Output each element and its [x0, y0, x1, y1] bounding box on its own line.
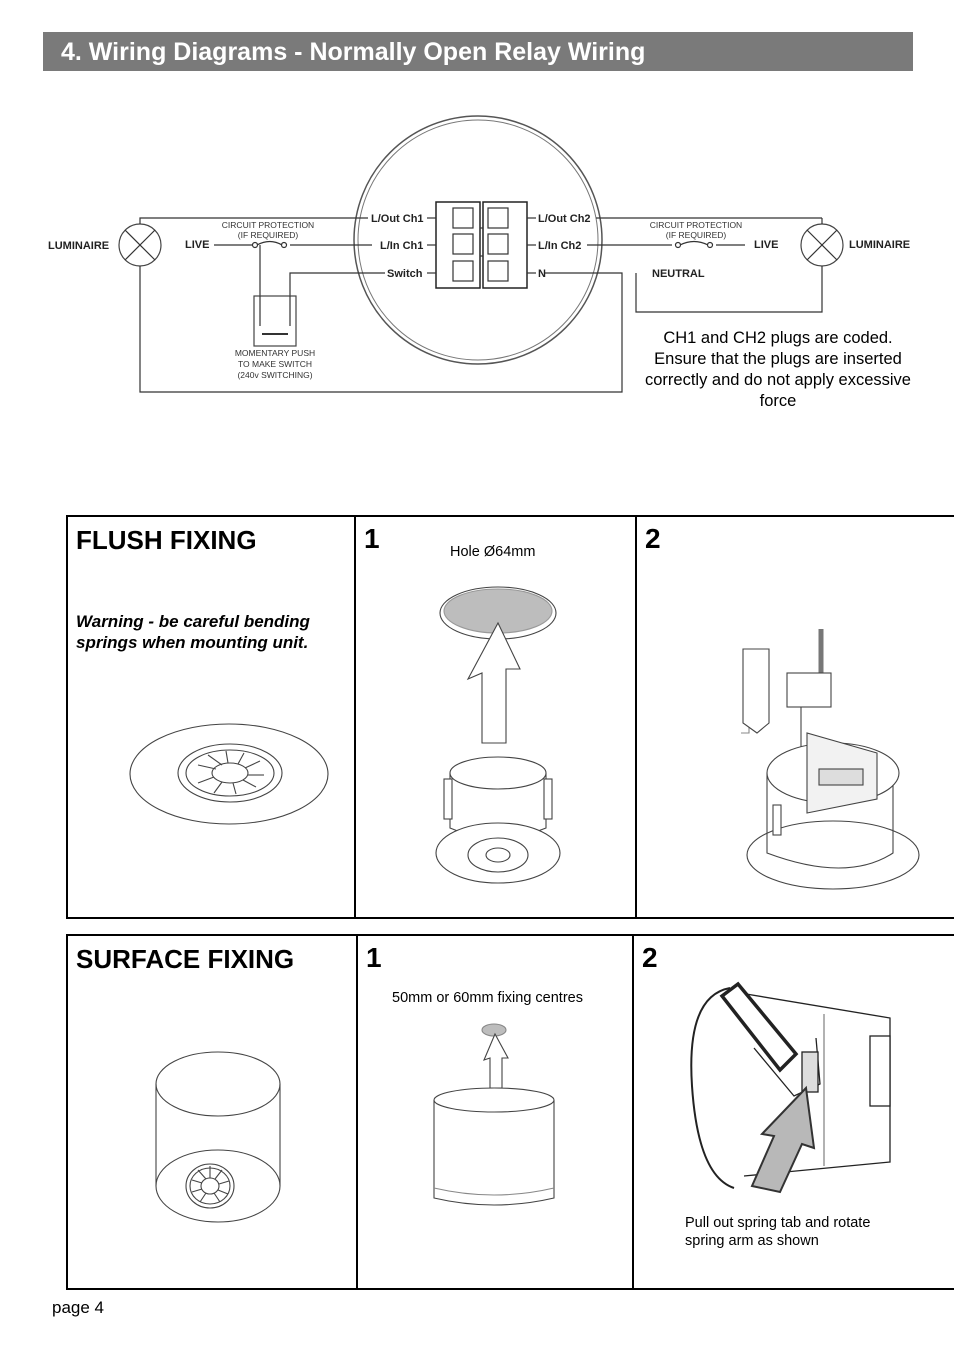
- terminal-n: N: [538, 268, 546, 280]
- sensor-outline-inner: [357, 119, 599, 361]
- switch-label-line3: (240v SWITCHING): [237, 370, 312, 380]
- plug-coding-note: CH1 and CH2 plugs are coded. Ensure that…: [645, 329, 911, 410]
- sensor-outline-outer: [353, 115, 603, 365]
- page-number: page 4: [52, 1298, 104, 1317]
- surface-step2-number: 2: [642, 942, 658, 973]
- flush-step1-illustration: [435, 586, 561, 884]
- luminaire-right-symbol: [800, 223, 844, 267]
- surface-sensor-illustration: [155, 1051, 281, 1223]
- flush-step2-illustration: [741, 629, 920, 890]
- terminal-l-out-ch2: L/Out Ch2: [538, 213, 591, 225]
- flush-intro-cell: FLUSH FIXING Warning - be careful bendin…: [68, 517, 356, 917]
- terminal-switch: Switch: [387, 268, 423, 280]
- surface-step1-illustration: [433, 1023, 555, 1206]
- surface-step1-cell: 1 50mm or 60mm fixing centres: [356, 936, 634, 1288]
- luminaire-left-symbol: [118, 223, 162, 267]
- surface-step1-number: 1: [366, 942, 382, 973]
- section-heading-bar: 4. Wiring Diagrams - Normally Open Relay…: [43, 32, 913, 71]
- flush-step1-number: 1: [364, 523, 380, 554]
- surface-fixing-panel: SURFACE FIXING 1 50mm or 60mm fixing cen…: [66, 934, 954, 1290]
- switch-label-line2: TO MAKE SWITCH: [238, 359, 312, 369]
- flush-step1-caption: Hole Ø64mm: [450, 544, 536, 560]
- terminal-l-out-ch1: L/Out Ch1: [371, 213, 424, 225]
- switch-label-line1: MOMENTARY PUSH: [235, 348, 315, 358]
- section-heading: 4. Wiring Diagrams - Normally Open Relay…: [61, 38, 646, 66]
- neutral-label: NEUTRAL: [652, 268, 705, 280]
- protection-right-line2: (IF REQUIRED): [666, 230, 727, 240]
- surface-step2-caption: Pull out spring tab and rotate spring ar…: [685, 1214, 870, 1250]
- flush-fixing-panel: FLUSH FIXING Warning - be careful bendin…: [66, 515, 954, 919]
- live-left-label: LIVE: [185, 239, 209, 251]
- terminal-l-in-ch1: L/In Ch1: [380, 240, 423, 252]
- momentary-switch-symbol: [253, 295, 297, 347]
- protection-left-line2: (IF REQUIRED): [238, 230, 299, 240]
- terminal-block-ch2: [482, 201, 528, 289]
- luminaire-right-label: LUMINAIRE: [849, 239, 910, 251]
- surface-fixing-title: SURFACE FIXING: [76, 944, 295, 974]
- live-right-label: LIVE: [754, 239, 778, 251]
- surface-step2-cell: 2 Pull out spring tab and rotate spring …: [632, 936, 954, 1288]
- surface-step2-illustration: [690, 981, 891, 1194]
- protection-right-line1: CIRCUIT PROTECTION: [650, 220, 742, 230]
- terminal-l-in-ch2: L/In Ch2: [538, 240, 581, 252]
- surface-step2-caption-line1: Pull out spring tab and rotate: [685, 1215, 871, 1231]
- luminaire-left-label: LUMINAIRE: [48, 240, 109, 252]
- flush-step2-number: 2: [645, 523, 661, 554]
- protection-left-line1: CIRCUIT PROTECTION: [222, 220, 314, 230]
- flush-warning: Warning - be careful bending springs whe…: [76, 612, 310, 652]
- surface-step2-caption-line2: spring arm as shown: [685, 1233, 819, 1249]
- flush-fixing-title: FLUSH FIXING: [76, 525, 257, 555]
- surface-step1-caption: 50mm or 60mm fixing centres: [392, 990, 583, 1006]
- surface-intro-cell: SURFACE FIXING: [68, 936, 358, 1288]
- flush-step2-cell: 2: [635, 517, 954, 917]
- flush-sensor-illustration: [129, 723, 329, 825]
- flush-step1-cell: 1 Hole Ø64mm: [354, 517, 637, 917]
- wiring-diagram: LUMINAIRE LIVE LUMINAIRE LIVE NEUTRAL L/…: [48, 115, 910, 393]
